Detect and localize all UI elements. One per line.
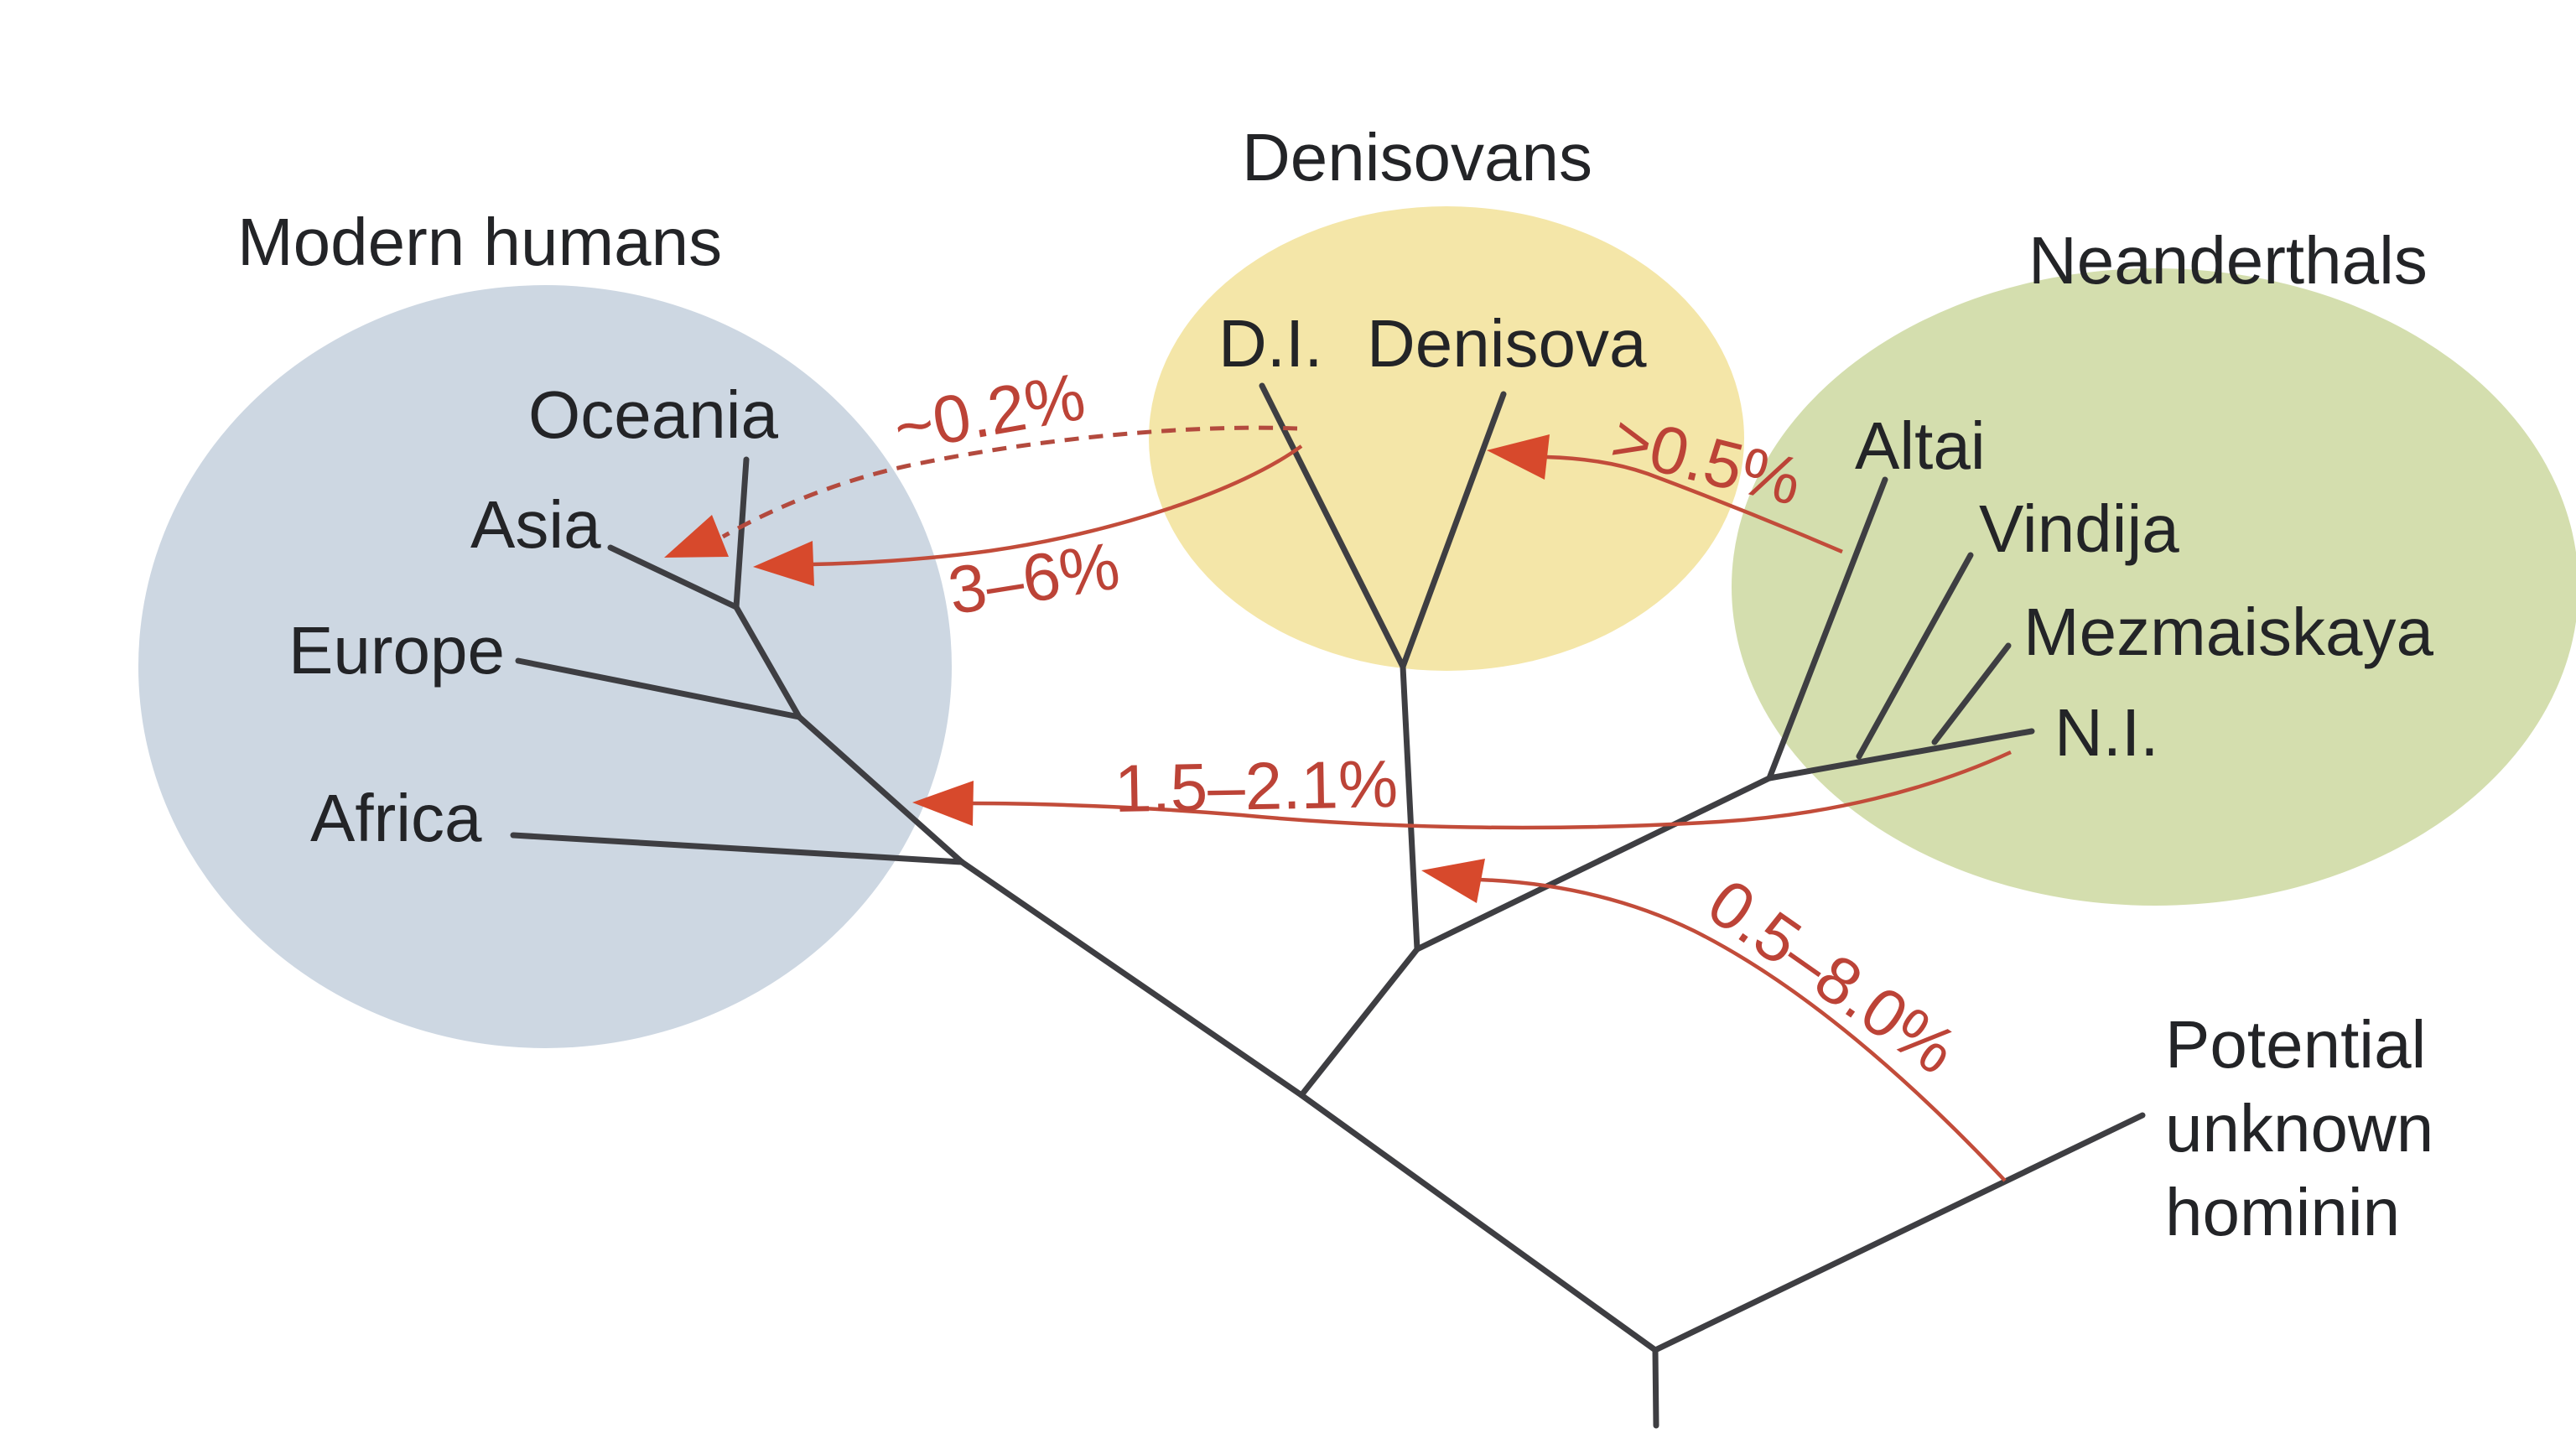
taxon-label-denisova: Denisova (1367, 306, 1647, 381)
gene-flow-lines (721, 425, 2012, 1182)
branch-vindija (1856, 552, 1974, 760)
tree-branches (510, 382, 2146, 1429)
branch-oceania-asia-node (733, 604, 802, 720)
flow-line-neanderthal-to-modern-humans (971, 750, 2012, 830)
branch-altai (1766, 476, 1888, 782)
branch-ni (1766, 728, 2035, 782)
flow-line-unknown-to-denisovan (1478, 877, 2007, 1182)
taxon-label-altai: Altai (1855, 408, 1986, 483)
denisovan-trunk (1400, 663, 1420, 953)
root-stub (1652, 1347, 1659, 1429)
branch-denisova (1400, 391, 1507, 670)
denisovans-ellipse (1149, 206, 1744, 671)
neanderthals-title: Neanderthals (2028, 223, 2428, 298)
branch-oceania (733, 456, 750, 610)
arrowhead-to-oceania-lineage (664, 515, 729, 558)
branch-unknown-hominin (1652, 1112, 2146, 1353)
modern-humans-stem (958, 859, 1659, 1353)
flow-line-denisovan-to-asia (811, 444, 1303, 567)
denisovans-title: Denisovans (1242, 120, 1593, 195)
taxon-label-oceania: Oceania (528, 377, 778, 452)
gene-flow-arrowheads (664, 434, 1550, 903)
branch-europe (515, 657, 802, 720)
taxon-label-ni: N.I. (2054, 695, 2159, 770)
taxon-label-di: D.I. (1218, 306, 1323, 381)
arrowhead-to-modern-trunk (912, 781, 974, 826)
neanderthal-stem (1298, 775, 1773, 1098)
taxon-label-europe: Europe (288, 613, 505, 688)
branch-africa (510, 832, 965, 865)
arrowhead-to-denisovan-trunk (1421, 859, 1485, 903)
branch-di (1259, 382, 1406, 670)
taxon-label-mezmaiskaya: Mezmaiskaya (2023, 595, 2434, 669)
taxon-label-asia: Asia (470, 487, 601, 562)
flow-line-neanderthal-to-denisovan (1545, 454, 1843, 554)
arrowhead-to-denisova-branch (1487, 434, 1550, 480)
branch-asia (607, 544, 740, 610)
flow-label-neanderthal-to-modern-humans: 1.5–2.1% (1114, 746, 1399, 826)
taxon-label-africa: Africa (310, 781, 482, 855)
modern-humans-title: Modern humans (237, 205, 723, 279)
neanderthals-ellipse (1732, 268, 2576, 906)
taxon-label-unknown-hominin: Potential unknown hominin (2165, 1007, 2434, 1249)
taxon-label-vindija: Vindija (1979, 491, 2179, 566)
branch-mezmaiskaya (1931, 642, 2012, 745)
arrowhead-to-asia-lineage (753, 541, 814, 586)
branch-europe-node (796, 714, 965, 865)
